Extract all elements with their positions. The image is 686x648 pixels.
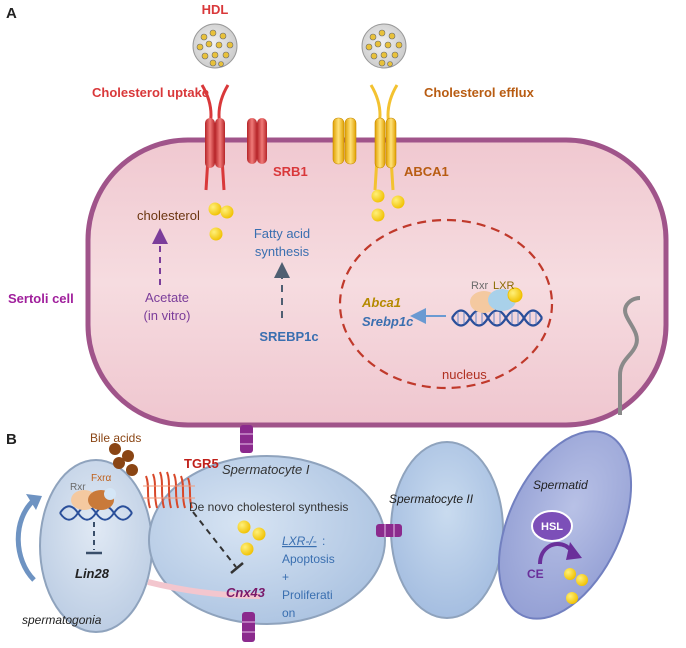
spermatid-cholesterol-dots [564,568,588,604]
spermatid-label: Spermatid [533,478,588,492]
nucleus-label: nucleus [442,367,487,382]
spermatocyte-i-label: Spermatocyte I [222,462,310,477]
dna-helix-spermatogonia [59,505,133,521]
sertoli-cell-label: Sertoli cell [8,291,74,306]
spermatocyte-cholesterol-dots [237,520,266,556]
srb1-receptor [247,118,267,164]
acetate-label-line1: Acetate [145,290,189,305]
tgr5-inhibition-line [192,511,237,568]
apoptosis-label: Apoptosis [282,552,335,566]
abca1-transporter-right [369,84,399,191]
channel-top [240,425,253,453]
cholesterol-dots-efflux [371,189,405,222]
lxr-ko-colon: : [322,534,325,548]
hdl-particle-right [361,23,407,69]
uptake-receptor-large [200,84,230,191]
ce-label: CE [527,567,544,581]
rxr-label-b: Rxr [70,482,86,493]
plus-label: + [282,570,289,584]
cholesterol-label: cholesterol [137,208,200,223]
srebp1c-gene-label: Srebp1c [362,314,414,329]
cnx43-label: Cnx43 [226,585,266,600]
rxr-lxr-complex [470,287,523,313]
hsl-label: HSL [541,521,563,533]
proliferation-label-line2: on [282,606,295,620]
acetate-label-line2: (in vitro) [144,308,191,323]
channel-between-spermatocytes [376,524,402,537]
spermatocyte-i-cell [148,455,386,625]
lxr-label: LXR [493,280,514,292]
spermatogonia-label: spermatogonia [22,613,102,627]
abca1-label: ABCA1 [404,164,449,179]
proliferation-label-line1: Proliferati [282,588,333,602]
rxr-label-a: Rxr [471,280,488,292]
panel-a-letter: A [6,5,17,22]
hsl-arrow [538,542,576,565]
bile-acids-label: Bile acids [90,431,141,445]
panel-b-letter: B [6,431,17,448]
spermatocyte-ii-label: Spermatocyte II [389,492,474,506]
fxra-label: Fxrα [91,473,111,484]
hsl-enzyme [531,510,573,542]
fatty-acid-label-line1: Fatty acid [254,226,310,241]
channel-bottom [242,612,255,642]
spermatocyte-ii-cell [390,441,504,619]
tgr5-label: TGR5 [184,456,219,471]
dna-helix-nucleus [451,309,543,327]
abca1-gene-label: Abca1 [361,295,401,310]
fatty-acid-label-line2: synthesis [255,244,310,259]
cholesterol-efflux-label: Cholesterol efflux [424,85,535,100]
tgr5-receptor [143,471,195,509]
sertoli-cell [85,137,669,428]
spermatogonia-cell [39,459,153,633]
abca1-transporter-left [332,117,357,165]
hdl-particle-left [192,23,238,69]
lin28-label: Lin28 [75,566,110,581]
self-renewal-arrow [15,498,36,582]
srb1-label: SRB1 [273,164,308,179]
cholesterol-dots-uptake [208,202,234,241]
rxr-fxra-complex [71,488,116,510]
nucleus [338,218,554,390]
hdl-label: HDL [202,2,229,17]
bile-acid-dots [109,443,138,476]
spermatid-tail [618,296,641,415]
cholesterol-uptake-label: Cholesterol uptake [92,85,209,100]
srebp1c-label: SREBP1c [259,329,318,344]
de-novo-synthesis-label: De novo cholesterol synthesis [189,500,348,514]
lxr-ko-label: LXR-/- [282,534,317,548]
